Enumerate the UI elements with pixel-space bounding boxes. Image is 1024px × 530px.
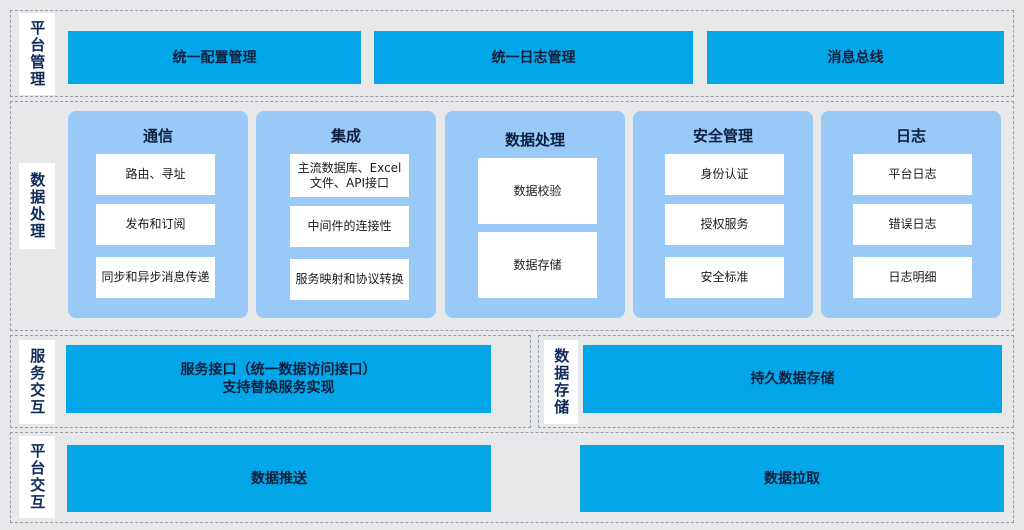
data-storage-band [538, 335, 1014, 428]
integration-title: 集成 [330, 127, 361, 145]
integration-column: 集成 主流数据库、Excel文件、API接口 中间件的连接性 服务映射和协议转换 [256, 111, 436, 318]
database-excel-api-cell: 主流数据库、Excel文件、API接口 [290, 154, 409, 197]
security-management-column: 安全管理 身份认证 授权服务 安全标准 [633, 111, 813, 318]
service-mapping-protocol-cell: 服务映射和协议转换 [290, 259, 409, 300]
middleware-connectivity-cell: 中间件的连接性 [290, 206, 409, 247]
security-management-title: 安全管理 [692, 127, 753, 145]
platform-management-band [10, 10, 1014, 97]
data-handling-column: 数据处理 数据校验 数据存储 [445, 111, 625, 318]
platform-interaction-label: 平台交互 [19, 436, 55, 518]
data-storage-label: 数据存储 [544, 340, 578, 424]
data-processing-band [10, 101, 1014, 331]
service-interaction-label: 服务交互 [19, 340, 55, 424]
unified-log-management-box: 统一日志管理 [374, 31, 693, 84]
log-title: 日志 [895, 127, 926, 145]
log-detail-cell: 日志明细 [853, 257, 972, 298]
authorization-service-cell: 授权服务 [665, 204, 784, 245]
service-interface-box: 服务接口（统一数据访问接口） 支持替换服务实现 [66, 345, 491, 413]
log-column: 日志 平台日志 错误日志 日志明细 [821, 111, 1001, 318]
data-pull-box: 数据拉取 [580, 445, 1004, 512]
communication-title: 通信 [142, 127, 173, 145]
identity-authentication-cell: 身份认证 [665, 154, 784, 195]
data-validation-cell: 数据校验 [478, 158, 597, 224]
routing-addressing-cell: 路由、寻址 [96, 154, 215, 195]
data-handling-title: 数据处理 [504, 131, 565, 149]
platform-interaction-band [10, 432, 1014, 523]
message-bus-box: 消息总线 [707, 31, 1004, 84]
data-processing-label: 数据处理 [19, 163, 55, 249]
communication-column: 通信 路由、寻址 发布和订阅 同步和异步消息传递 [68, 111, 248, 318]
service-interaction-band [10, 335, 531, 428]
data-push-box: 数据推送 [67, 445, 491, 512]
data-storage-cell: 数据存储 [478, 232, 597, 298]
persistent-storage-box: 持久数据存储 [583, 345, 1002, 413]
security-standard-cell: 安全标准 [665, 257, 784, 298]
publish-subscribe-cell: 发布和订阅 [96, 204, 215, 245]
platform-management-label: 平台管理 [19, 13, 55, 95]
sync-async-messaging-cell: 同步和异步消息传递 [96, 257, 215, 298]
platform-log-cell: 平台日志 [853, 154, 972, 195]
unified-config-management-box: 统一配置管理 [68, 31, 361, 84]
error-log-cell: 错误日志 [853, 204, 972, 245]
